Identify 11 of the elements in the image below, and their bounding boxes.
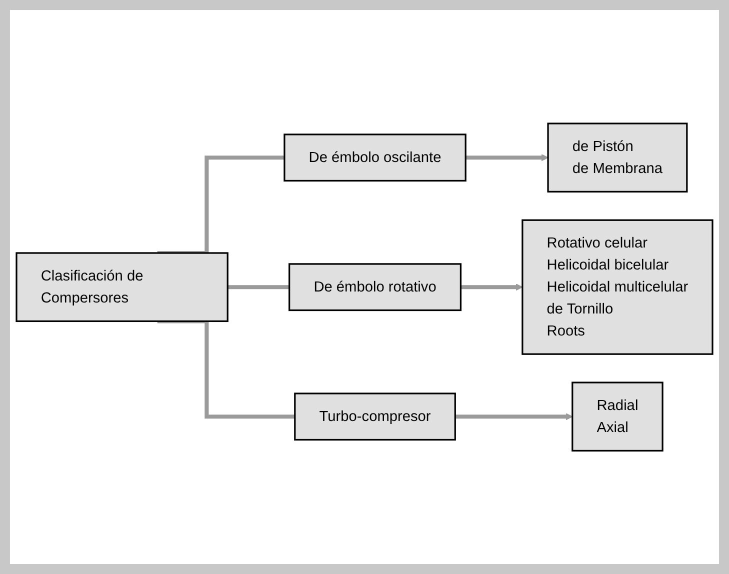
node-box: Clasificación de Compersores <box>16 252 228 322</box>
arrow <box>455 412 573 420</box>
node-box: Rotativo celular Helicoidal bicelular Helicoidal multicelular de Tornillo Roots <box>522 219 714 355</box>
node-box: De émbolo oscilante <box>284 134 466 182</box>
node-box: de Pistón de Membrana <box>547 122 688 192</box>
connector <box>228 284 290 290</box>
arrow <box>466 154 548 162</box>
node-box: Radial Axial <box>572 382 664 452</box>
node-box: De émbolo rotativo <box>288 263 462 311</box>
node-box: Turbo-compresor <box>294 392 456 440</box>
arrow <box>460 283 523 291</box>
